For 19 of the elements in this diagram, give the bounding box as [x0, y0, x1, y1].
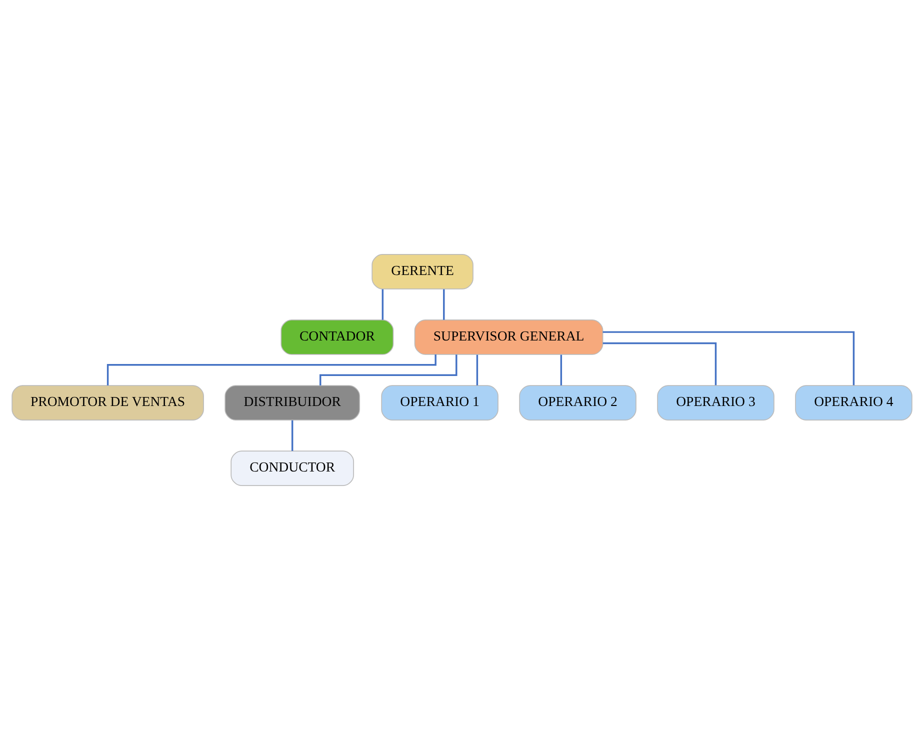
- node-box: CONTADOR: [280, 320, 394, 355]
- connector: [476, 354, 478, 386]
- node-box: PROMOTOR DE VENTAS: [12, 385, 204, 420]
- node-box: OPERARIO 3: [657, 385, 774, 420]
- node-box: CONDUCTOR: [230, 450, 354, 486]
- connector: [560, 354, 562, 386]
- node-box: DISTRIBUIDOR: [224, 385, 360, 420]
- connector: [602, 331, 855, 386]
- node-box: OPERARIO 4: [795, 385, 912, 420]
- connector: [382, 289, 384, 320]
- connector: [106, 354, 436, 386]
- connector: [602, 342, 717, 386]
- connector: [291, 420, 294, 451]
- node-box: OPERARIO 2: [519, 385, 636, 420]
- connector: [320, 354, 458, 386]
- node-box: SUPERVISOR GENERAL: [414, 320, 604, 355]
- node-box: GERENTE: [372, 254, 474, 290]
- connector: [443, 289, 445, 320]
- node-box: OPERARIO 1: [381, 385, 498, 420]
